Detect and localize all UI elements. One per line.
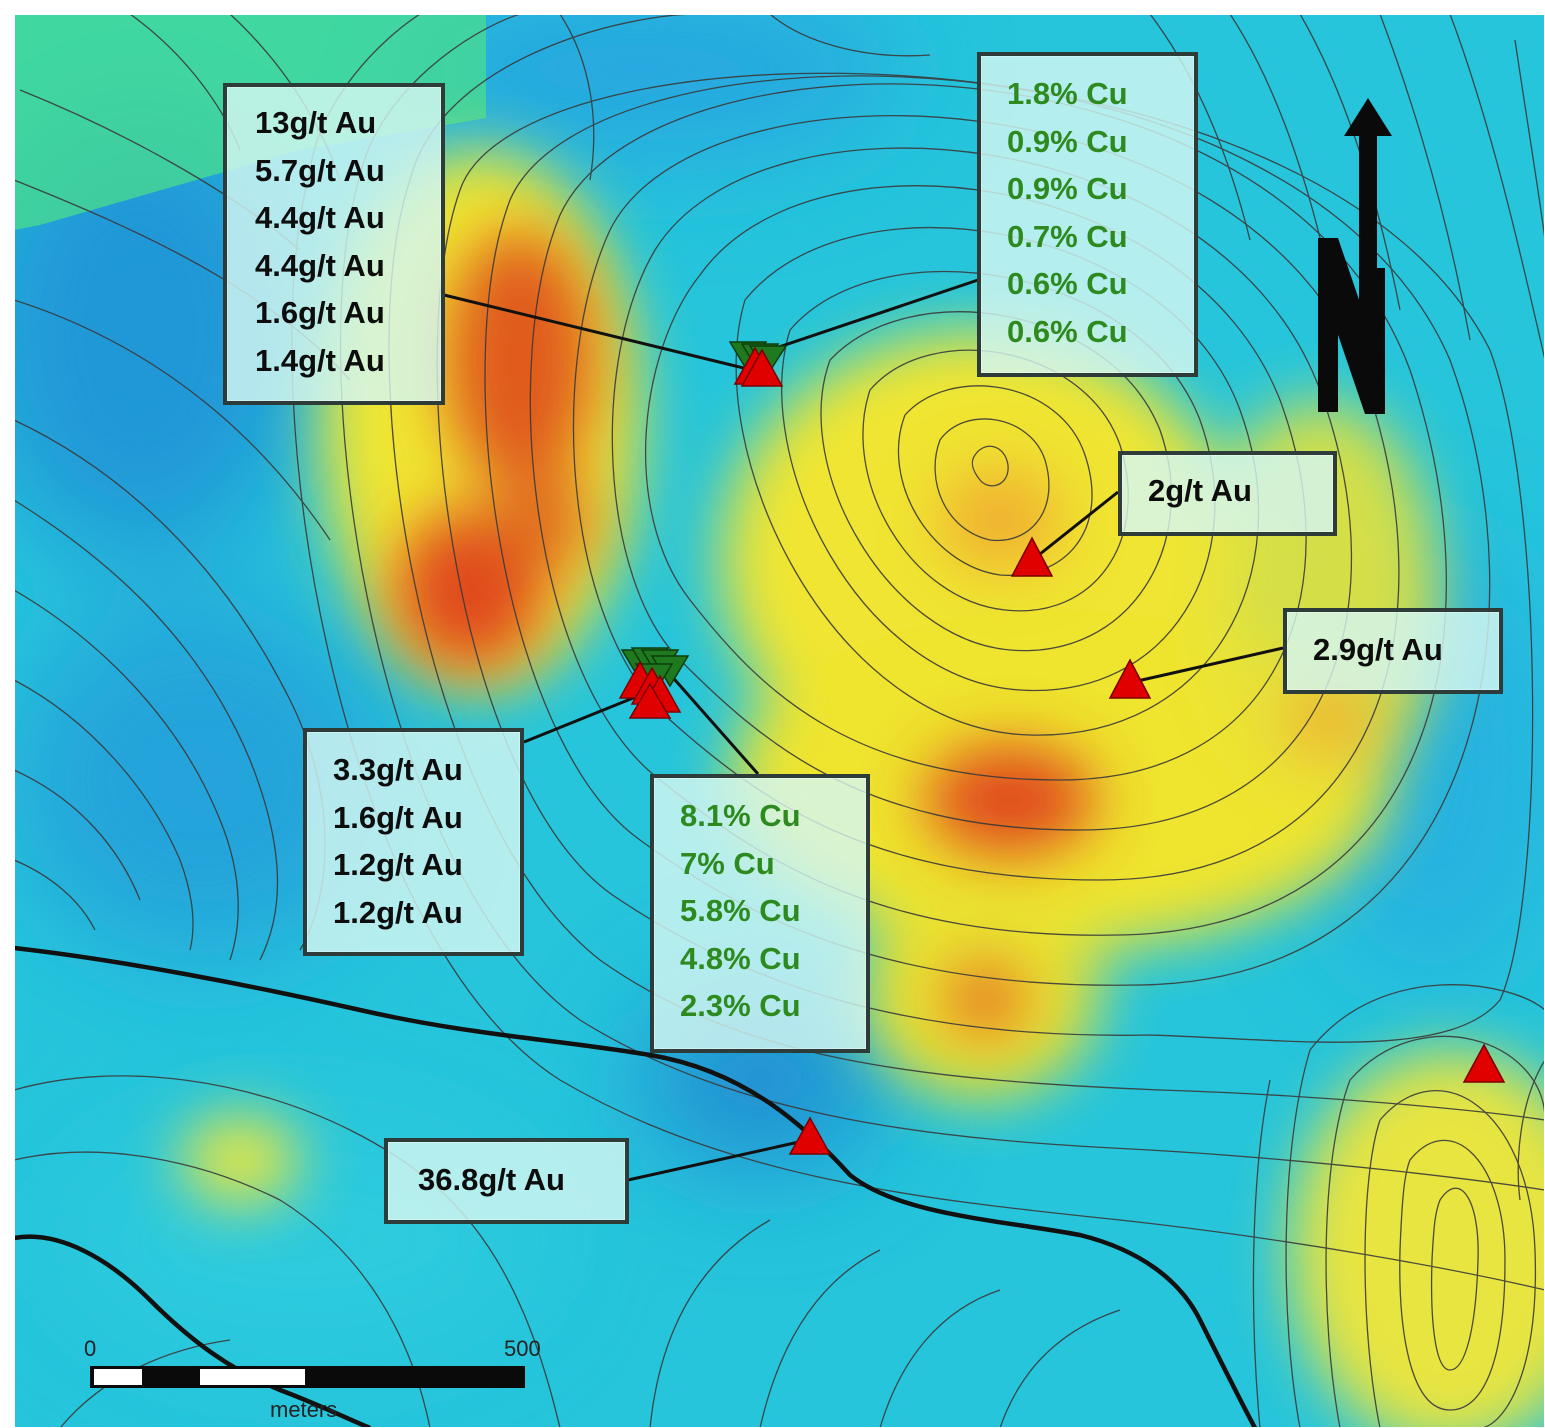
grade-value: 3.3g/t Au — [333, 752, 463, 787]
red-triangle-icon — [1010, 536, 1054, 577]
grade-value: 2g/t Au — [1148, 473, 1252, 508]
scale-start-label: 0 — [84, 1336, 97, 1361]
grade-value: 1.2g/t Au — [333, 894, 463, 930]
red-triangle-icon — [1108, 658, 1152, 699]
scale-end-label: 500 — [504, 1336, 541, 1361]
grade-value: 0.6% Cu — [1007, 313, 1128, 349]
grade-value: 7% Cu — [680, 845, 775, 881]
grade-value: 0.6% Cu — [1007, 266, 1128, 301]
grade-value: 2.3% Cu — [680, 988, 801, 1023]
central-gold-label-box: 3.3g/t Au 1.6g/t Au 1.2g/t Au 1.2g/t Au — [303, 728, 524, 956]
grade-value: 2.9g/t Au — [1313, 632, 1443, 667]
grade-value: 13g/t Au — [255, 105, 377, 140]
grade-value: 0.9% Cu — [1007, 123, 1128, 159]
grade-value: 4.4g/t Au — [255, 200, 385, 235]
grade-value: 4.8% Cu — [680, 940, 801, 976]
red-triangle-icon — [740, 348, 784, 387]
peak-anomaly-zones — [395, 230, 1375, 1035]
grade-value: 1.6g/t Au — [333, 799, 463, 835]
fault-lines — [14, 945, 1257, 1428]
red-triangle-icon — [628, 682, 672, 719]
east-gold-label-box-1: 2g/t Au — [1118, 451, 1337, 536]
red-triangle-icon — [788, 1116, 832, 1155]
grade-value: 1.4g/t Au — [255, 342, 385, 378]
grade-value: 0.7% Cu — [1007, 218, 1128, 254]
leader-lines — [443, 278, 1284, 1182]
grade-value: 1.2g/t Au — [333, 847, 463, 882]
east-gold-label-box-2: 2.9g/t Au — [1283, 608, 1503, 694]
grade-value: 5.8% Cu — [680, 893, 801, 928]
south-gold-label-box: 36.8g/t Au — [384, 1138, 629, 1224]
nw-gold-label-box: 13g/t Au 5.7g/t Au 4.4g/t Au 4.4g/t Au 1… — [223, 83, 445, 405]
scale-bar — [90, 1366, 525, 1388]
scale-unit-label: meters — [270, 1397, 338, 1422]
grade-value: 36.8g/t Au — [418, 1162, 565, 1197]
ne-copper-label-box: 1.8% Cu 0.9% Cu 0.9% Cu 0.7% Cu 0.6% Cu … — [977, 52, 1198, 377]
gold-sample-markers — [618, 346, 1506, 1155]
grade-value: 4.4g/t Au — [255, 247, 385, 283]
grade-value: 5.7g/t Au — [255, 152, 385, 188]
north-arrow-icon — [1318, 98, 1392, 414]
grade-value: 1.8% Cu — [1007, 76, 1128, 111]
grade-value: 1.6g/t Au — [255, 295, 385, 330]
red-triangle-icon — [1462, 1043, 1506, 1083]
grade-value: 8.1% Cu — [680, 798, 801, 833]
grade-value: 0.9% Cu — [1007, 171, 1128, 206]
central-copper-label-box: 8.1% Cu 7% Cu 5.8% Cu 4.8% Cu 2.3% Cu — [650, 774, 870, 1053]
